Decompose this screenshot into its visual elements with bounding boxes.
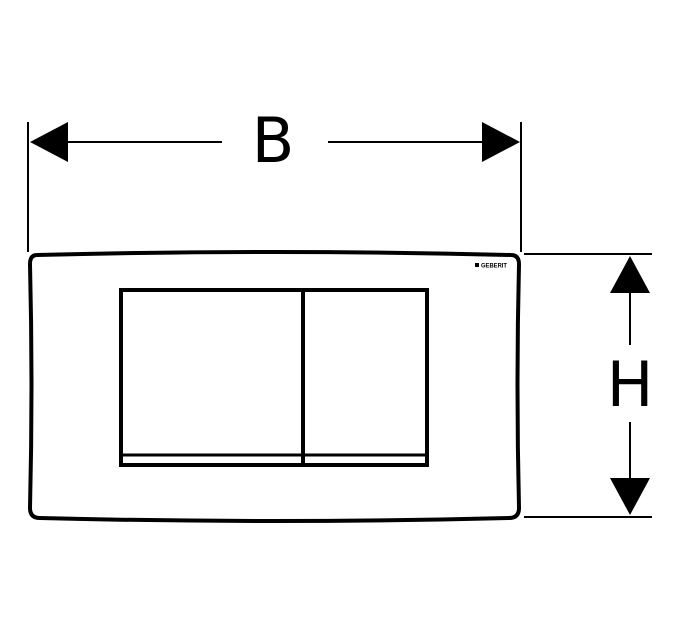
- flush-plate: GEBERIT: [27, 250, 522, 523]
- width-arrowhead-right: [482, 122, 520, 162]
- width-arrowhead-left: [30, 122, 68, 162]
- width-label: B: [252, 104, 295, 177]
- height-label: H: [607, 348, 654, 421]
- flush-button-large-outline: [301, 288, 429, 467]
- flush-button-large: [301, 288, 429, 467]
- brand-logo-text: GEBERIT: [481, 264, 507, 270]
- brand-logo-mark: [475, 263, 479, 267]
- width-dimension: B: [27, 104, 522, 252]
- brand-logo: GEBERIT: [475, 263, 507, 270]
- plate-outline: [27, 250, 522, 523]
- height-dimension: H: [524, 253, 654, 518]
- flush-button-small-outline: [119, 288, 305, 467]
- height-arrowhead-bottom: [610, 478, 650, 515]
- height-arrowhead-top: [610, 256, 650, 293]
- flush-button-small: [119, 288, 305, 467]
